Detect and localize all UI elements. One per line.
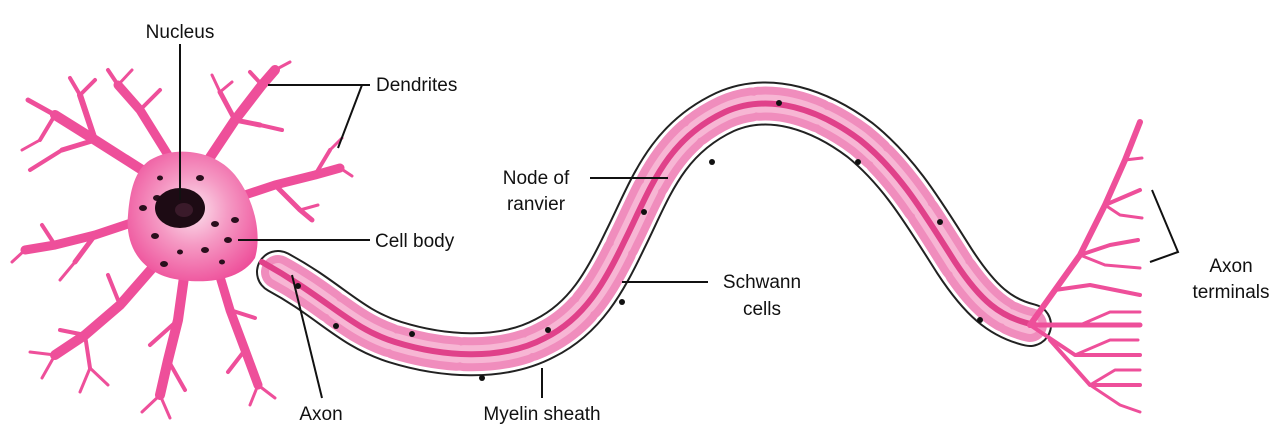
label-schwann-cells-line2: cells (743, 299, 781, 320)
label-myelin-sheath: Myelin sheath (483, 404, 600, 425)
label-axon-terminals-line1: Axon (1209, 256, 1252, 277)
dendrites-leader (268, 85, 362, 148)
label-dendrites: Dendrites (376, 75, 457, 96)
label-node-of-ranvier-line2: ranvier (507, 194, 566, 215)
label-nucleus: Nucleus (146, 22, 215, 43)
label-axon-terminals-line2: terminals (1192, 282, 1269, 303)
label-axon: Axon (299, 404, 342, 425)
axon-terminals (1030, 122, 1142, 412)
axon-terminals-leader (1150, 190, 1178, 262)
label-cell-body: Cell body (375, 231, 455, 252)
label-schwann-cells-line1: Schwann (723, 272, 801, 293)
axon (262, 104, 1035, 355)
label-node-of-ranvier-line1: Node of (503, 168, 570, 189)
